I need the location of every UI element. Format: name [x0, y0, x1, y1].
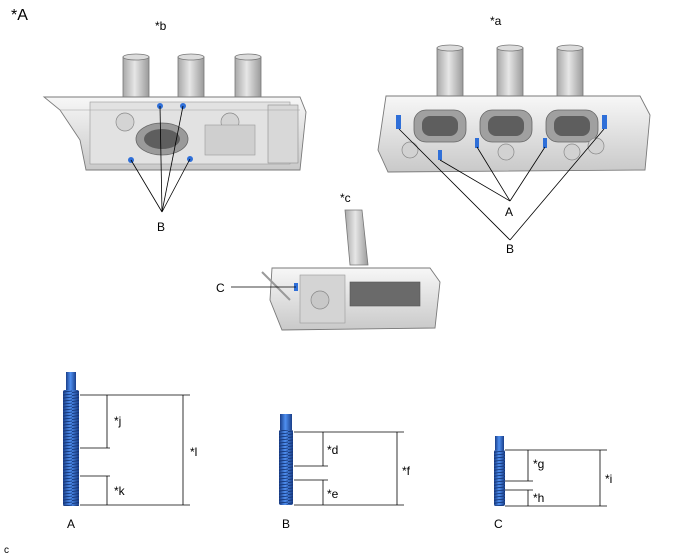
stud-bolt-a	[63, 372, 190, 506]
head-view-a	[377, 44, 651, 241]
bolt-b-dim-lower: *e	[327, 487, 339, 501]
view-a-label: *a	[490, 14, 502, 28]
view-c-callout-c: C	[216, 281, 225, 295]
view-b-callout-b: B	[157, 220, 166, 234]
bolt-c-dim-upper: *g	[533, 457, 545, 471]
bolt-c-dim-lower: *h	[533, 491, 545, 505]
bolt-a-dim-total: *l	[190, 445, 198, 459]
stud-bolt-b	[279, 414, 404, 506]
bolt-b-label: B	[282, 517, 291, 531]
stud-bolt-c	[494, 436, 607, 507]
bolt-a-dim-lower: *k	[114, 484, 125, 498]
head-view-c	[231, 209, 441, 331]
head-view-b	[42, 53, 307, 213]
view-a-callout-a: A	[505, 205, 514, 219]
figure-label: *A	[11, 7, 28, 24]
bolt-a-dim-upper: *j	[114, 414, 122, 428]
view-a-callout-b: B	[506, 242, 515, 256]
view-b-label: *b	[155, 19, 167, 33]
bolt-b-dim-total: *f	[402, 464, 411, 478]
bolt-b-dim-upper: *d	[327, 443, 339, 457]
bolt-a-label: A	[67, 517, 76, 531]
view-c-label: *c	[340, 191, 351, 205]
bolt-c-dim-total: *i	[605, 472, 613, 486]
corner-code: c	[4, 545, 9, 556]
bolt-c-label: C	[494, 517, 503, 531]
